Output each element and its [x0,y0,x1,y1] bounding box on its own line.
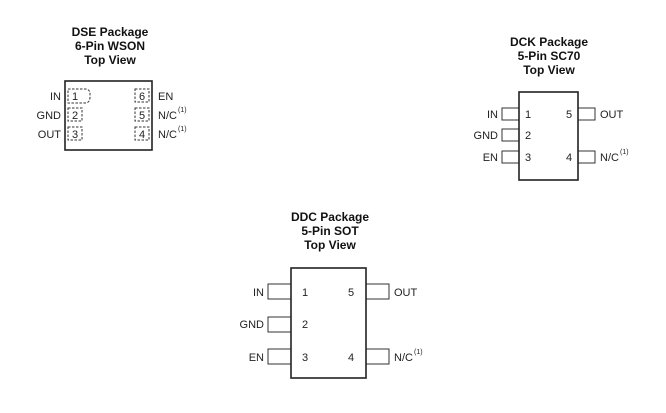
ddc-pin-note-4: (1) [414,349,423,356]
dse-pin-num-5: 5 [139,110,145,122]
ddc-package: DDC Package 5-Pin SOT Top View 1 2 3 5 4… [240,210,423,379]
dse-pin-num-3: 3 [72,129,78,141]
dck-lead-2 [501,128,520,142]
dse-package-body [64,80,153,151]
dse-pad-5 [134,107,150,122]
dck-package-body [518,91,579,181]
dse-package: DSE Package 6-Pin WSON Top View 1 2 3 6 … [37,25,187,151]
dse-title-line3: Top View [84,53,136,67]
ddc-lead-4 [365,348,390,365]
dck-package: DCK Package 5-Pin SC70 Top View 1 2 3 5 … [474,35,629,181]
dck-pin-num-1: 1 [525,109,531,121]
dck-title-line1: DCK Package [510,35,588,49]
dck-lead-5 [577,107,596,121]
dse-pin-label-nc4: N/C [158,129,177,141]
dse-pin-label-gnd: GND [37,110,62,122]
dse-pin-note-5: (1) [178,107,187,114]
ddc-title-line2: 5-Pin SOT [301,224,359,238]
ddc-title-line1: DDC Package [291,210,369,224]
dse-pin-num-2: 2 [72,110,78,122]
dck-pin-num-5: 5 [566,109,572,121]
ddc-pin-num-5: 5 [348,287,354,299]
dse-title-line2: 6-Pin WSON [75,39,145,53]
dse-pad-6 [134,88,150,103]
dse-pad-4 [134,126,150,141]
ddc-lead-2 [267,316,292,333]
dse-pin-label-nc5: N/C [158,110,177,122]
dck-pin-label-in: IN [487,109,498,121]
ddc-pin-label-en: EN [249,352,264,364]
ddc-pin-num-4: 4 [348,352,354,364]
dse-pin-label-out: OUT [38,129,62,141]
ddc-pin-num-3: 3 [302,352,308,364]
ddc-title-line3: Top View [304,238,356,252]
dck-pin-label-out: OUT [600,109,624,121]
dck-pin-label-nc: N/C [600,152,619,164]
dse-pin-note-4: (1) [178,126,187,133]
dse-title-line1: DSE Package [72,25,149,39]
dse-pad-3 [67,126,83,141]
dse-pin-label-en: EN [158,91,173,103]
dck-lead-1 [501,107,520,121]
ddc-package-body [290,267,367,379]
ddc-lead-3 [267,348,292,365]
dck-title-line2: 5-Pin SC70 [518,49,581,63]
dse-pin-num-1: 1 [72,91,78,103]
ddc-lead-5 [365,283,390,300]
dse-pin-label-in: IN [50,91,61,103]
ddc-pin-num-2: 2 [302,319,308,331]
dck-pin-num-3: 3 [525,152,531,164]
dse-pin-num-6: 6 [139,91,145,103]
dck-pin-note-4: (1) [620,149,629,156]
ddc-lead-1 [267,283,292,300]
dck-lead-3 [501,150,520,164]
ddc-pin-num-1: 1 [302,287,308,299]
dck-title-line3: Top View [523,63,575,77]
ddc-pin-label-gnd: GND [240,319,265,331]
ddc-pin-label-in: IN [253,287,264,299]
dck-pin-label-en: EN [483,152,498,164]
dck-pin-num-2: 2 [525,130,531,142]
dck-lead-4 [577,150,596,164]
dck-pin-label-gnd: GND [474,130,499,142]
ddc-pin-label-out: OUT [394,287,418,299]
dse-pad-2 [67,107,83,122]
dck-pin-num-4: 4 [566,152,572,164]
dse-pin-num-4: 4 [139,129,145,141]
ddc-pin-label-nc: N/C [394,352,413,364]
